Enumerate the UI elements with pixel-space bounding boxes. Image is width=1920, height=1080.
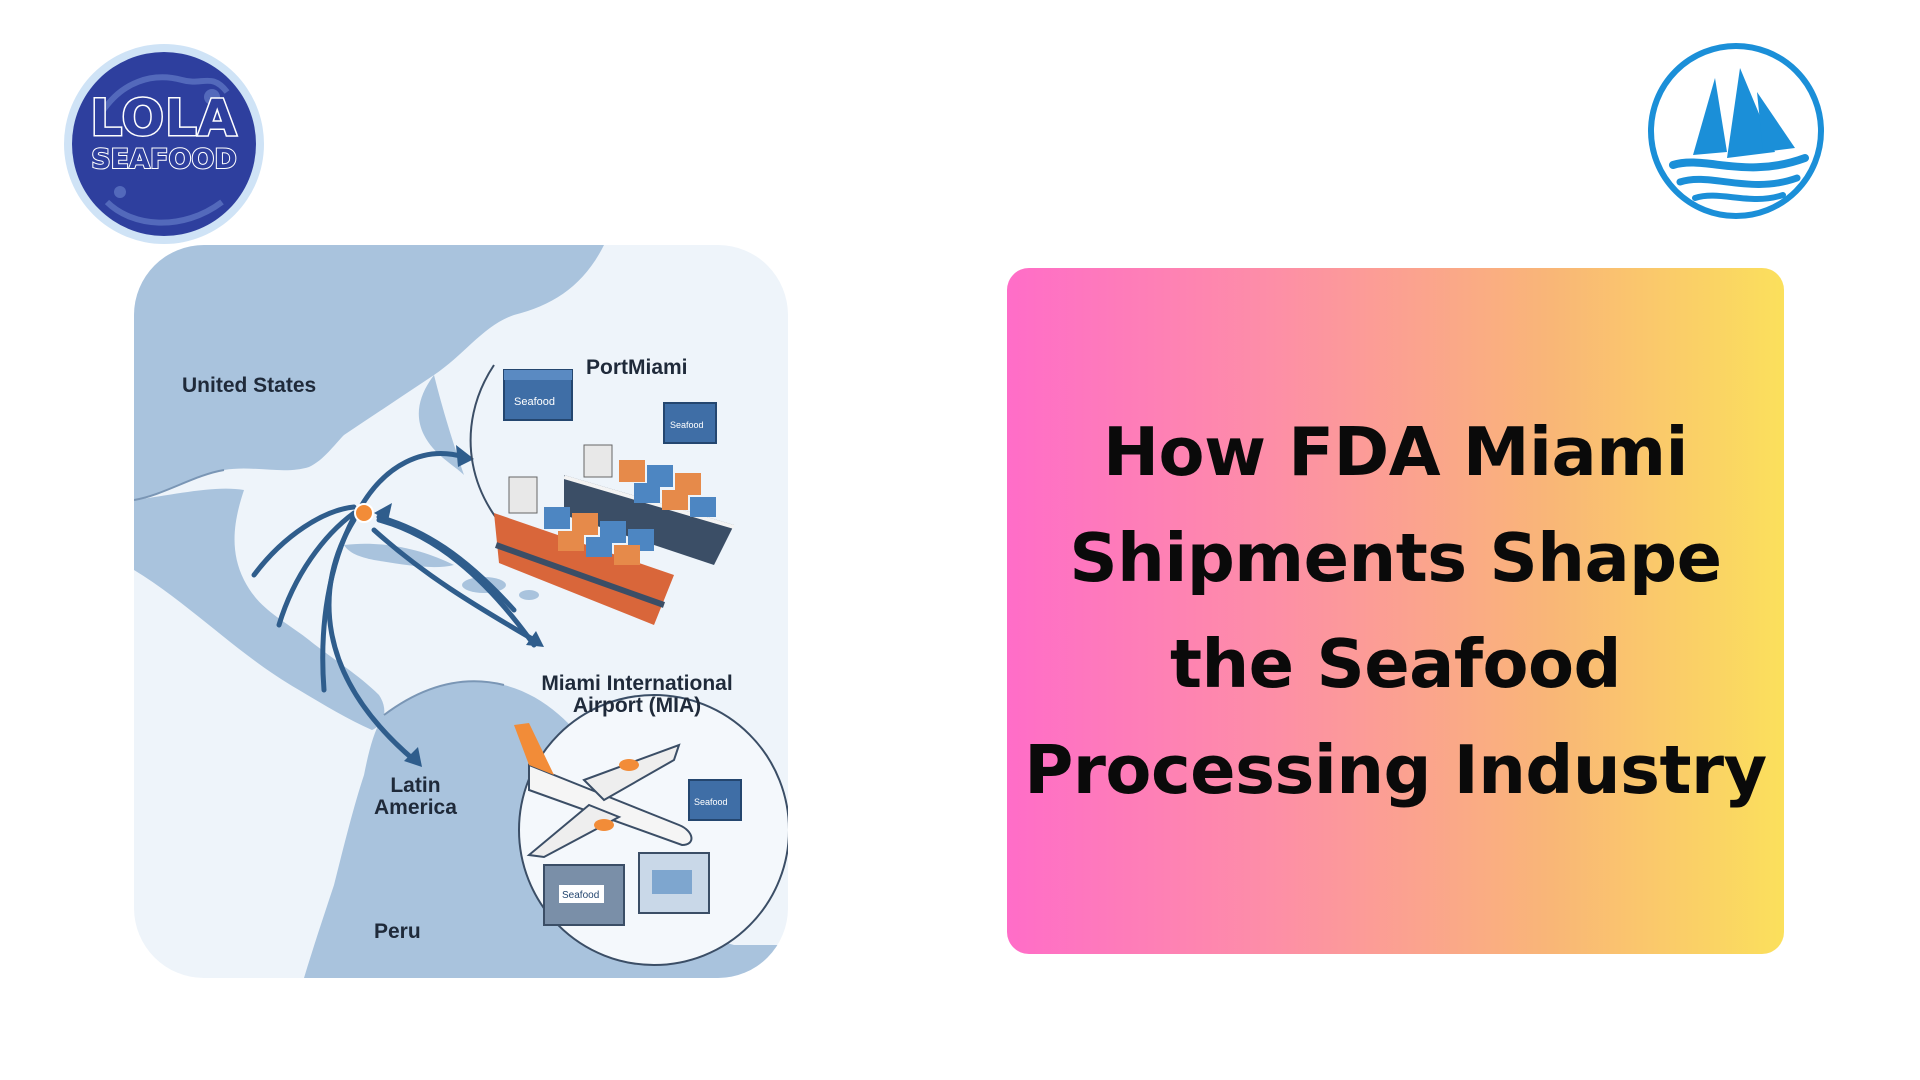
label-united-states: United States: [182, 374, 317, 397]
shipping-routes: [251, 451, 537, 763]
sailboat-waves-icon: [1648, 43, 1824, 219]
route-west-gulf: [251, 504, 357, 578]
route-caribbean: [376, 514, 517, 613]
container-label-3: Seafood: [694, 797, 728, 807]
cargo-ship-back: [563, 444, 735, 565]
map-art: Seafood Seafood: [134, 245, 788, 978]
north-america-land: [134, 245, 604, 500]
title-line-2: Shipments Shape: [1069, 519, 1722, 597]
route-arrowheads: [374, 445, 544, 767]
shipping-container-2: Seafood: [663, 402, 717, 444]
title-line-1: How FDA Miami: [1102, 413, 1689, 491]
lola-logo-text: LOLA SEAFOOD: [62, 89, 266, 177]
container-label-2: Seafood: [670, 420, 704, 430]
cargo-plane: [514, 723, 693, 859]
label-port-miami: PortMiami: [586, 356, 688, 379]
title-line-3: the Seafood: [1169, 625, 1622, 703]
route-south-atlantic: [376, 517, 537, 648]
title-line-4: Processing Industry: [1024, 731, 1767, 809]
title-card: How FDA Miami Shipments Shape the Seafoo…: [1007, 268, 1784, 954]
label-peru: Peru: [374, 920, 421, 943]
lola-logo-line2: SEAFOOD: [90, 143, 238, 176]
lola-logo-icon: [64, 44, 264, 244]
air-container-3: [638, 852, 710, 914]
route-to-airport: [371, 527, 537, 643]
cargo-ship-front: [494, 476, 674, 625]
mexico-land: [134, 488, 385, 730]
cuba-land: [344, 543, 454, 568]
route-mexico: [276, 510, 357, 628]
miami-hub-marker: [354, 503, 374, 523]
route-to-latin-america: [326, 517, 417, 763]
lola-seafood-logo: [62, 42, 266, 246]
shipping-container-1: Seafood: [503, 369, 573, 421]
caribbean-island: [519, 590, 539, 600]
shipping-map-illustration: Seafood Seafood: [134, 245, 788, 978]
label-latin-america: Latin America: [374, 774, 457, 819]
container-label-1: Seafood: [514, 396, 555, 408]
florida-land: [418, 375, 464, 475]
lola-logo-line1: LOLA: [89, 89, 238, 147]
label-mia: Miami International Airport (MIA): [541, 672, 733, 717]
route-to-port: [356, 451, 467, 513]
sailboat-logo: [1645, 40, 1827, 222]
page-title: How FDA Miami Shipments Shape the Seafoo…: [1007, 399, 1784, 823]
container-label-4: Seafood: [562, 890, 599, 901]
air-container-2: Seafood: [543, 864, 625, 926]
air-container-1: Seafood: [688, 779, 742, 821]
